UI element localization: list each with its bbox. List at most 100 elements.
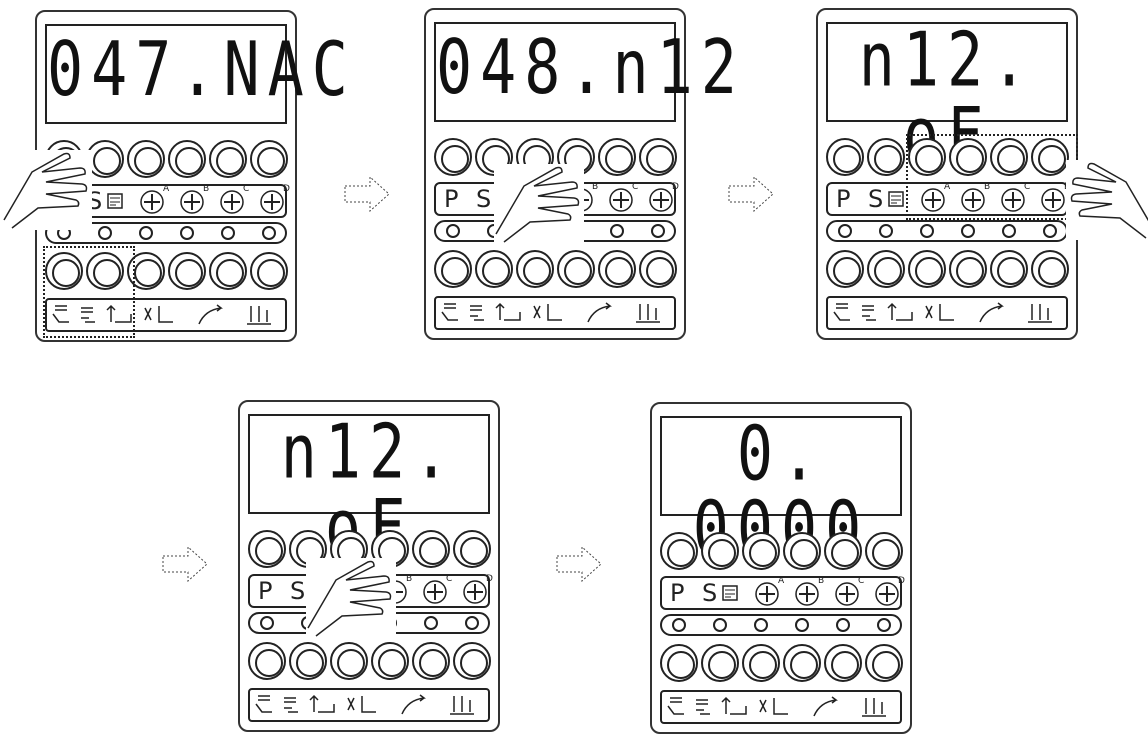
stop-d-icon <box>462 579 488 605</box>
icon-sub-label: D <box>672 182 679 192</box>
upper-button[interactable] <box>250 140 288 178</box>
p-key-label: P <box>444 185 458 213</box>
lower-button[interactable] <box>701 644 739 682</box>
function-icon-bar <box>434 296 676 330</box>
lcd-display: 048.n12 <box>434 22 676 122</box>
control-panel: 0. 0000 PSABCD <box>650 402 912 734</box>
lower-button[interactable] <box>783 644 821 682</box>
led-indicator <box>651 224 665 238</box>
led-indicator <box>1002 224 1016 238</box>
upper-button[interactable] <box>127 140 165 178</box>
s-key-label: S <box>476 185 491 213</box>
program-icon <box>107 193 123 209</box>
icon-sub-label: D <box>486 574 493 584</box>
lcd-readout: 048.n12 <box>436 31 674 106</box>
led-indicator <box>424 616 438 630</box>
lower-button[interactable] <box>742 644 780 682</box>
upper-button[interactable] <box>701 532 739 570</box>
arrow-right-icon <box>344 176 390 212</box>
upper-button[interactable] <box>168 140 206 178</box>
upper-button[interactable] <box>209 140 247 178</box>
lower-button[interactable] <box>639 250 677 288</box>
stop-d-icon <box>259 189 285 215</box>
lower-button[interactable] <box>598 250 636 288</box>
lower-button[interactable] <box>557 250 595 288</box>
upper-button[interactable] <box>598 138 636 176</box>
lower-button[interactable] <box>289 642 327 680</box>
upper-button[interactable] <box>865 532 903 570</box>
p-key-label: P <box>258 577 272 605</box>
icon-sub-label: B <box>203 184 209 194</box>
led-indicator <box>920 224 934 238</box>
upper-button[interactable] <box>824 532 862 570</box>
lower-button[interactable] <box>168 252 206 290</box>
lower-button[interactable] <box>660 644 698 682</box>
s-key-label: S <box>290 577 305 605</box>
lower-button[interactable] <box>865 644 903 682</box>
lower-button-row <box>248 642 490 686</box>
upper-button[interactable] <box>434 138 472 176</box>
lcd-display: n12. oF <box>826 22 1068 122</box>
hand-pointer-icon <box>494 164 584 244</box>
led-indicator <box>139 226 153 240</box>
p-key-label: P <box>670 579 684 607</box>
lower-button[interactable] <box>867 250 905 288</box>
lower-button[interactable] <box>1031 250 1069 288</box>
lower-button[interactable] <box>908 250 946 288</box>
upper-button[interactable] <box>248 530 286 568</box>
needle-stop-a-icon <box>754 581 780 607</box>
lower-button[interactable] <box>990 250 1028 288</box>
upper-button[interactable] <box>412 530 450 568</box>
lower-button[interactable] <box>516 250 554 288</box>
lower-button[interactable] <box>824 644 862 682</box>
upper-button[interactable] <box>639 138 677 176</box>
upper-button[interactable] <box>660 532 698 570</box>
needle-stop-c-icon <box>834 581 860 607</box>
led-row <box>660 614 902 636</box>
p-key-label: P <box>836 185 850 213</box>
arrow-right-icon <box>556 546 602 582</box>
lower-button[interactable] <box>475 250 513 288</box>
lower-button[interactable] <box>248 642 286 680</box>
needle-stop-c-icon <box>608 187 634 213</box>
lower-button[interactable] <box>250 252 288 290</box>
led-indicator <box>836 618 850 632</box>
function-icon-bar <box>660 690 902 724</box>
lower-button[interactable] <box>434 250 472 288</box>
s-key-label: S <box>702 579 717 607</box>
lower-button[interactable] <box>412 642 450 680</box>
led-indicator <box>446 224 460 238</box>
lower-button[interactable] <box>371 642 409 680</box>
lower-button[interactable] <box>209 252 247 290</box>
upper-button[interactable] <box>742 532 780 570</box>
led-indicator <box>672 618 686 632</box>
upper-button[interactable] <box>826 138 864 176</box>
icon-sub-label: A <box>163 184 169 194</box>
lower-button[interactable] <box>826 250 864 288</box>
lower-button-row <box>660 644 902 688</box>
icon-sub-label: C <box>858 576 864 586</box>
hand-pointer-icon <box>1066 160 1148 240</box>
led-indicator <box>961 224 975 238</box>
hand-pointer-icon <box>306 558 396 638</box>
function-icon-bar <box>248 688 490 722</box>
upper-button[interactable] <box>867 138 905 176</box>
program-icon <box>888 191 904 207</box>
led-indicator <box>877 618 891 632</box>
upper-button[interactable] <box>783 532 821 570</box>
icon-sub-label: B <box>592 182 598 192</box>
lower-button-row <box>826 250 1068 294</box>
lower-button[interactable] <box>453 642 491 680</box>
upper-button[interactable] <box>453 530 491 568</box>
stop-d-icon <box>874 581 900 607</box>
led-indicator <box>180 226 194 240</box>
function-icons <box>662 692 900 722</box>
lower-button[interactable] <box>330 642 368 680</box>
lower-button[interactable] <box>949 250 987 288</box>
led-row <box>826 220 1068 242</box>
led-indicator <box>98 226 112 240</box>
lcd-display: 0. 0000 <box>660 416 902 516</box>
lcd-display: n12. oF <box>248 414 490 514</box>
